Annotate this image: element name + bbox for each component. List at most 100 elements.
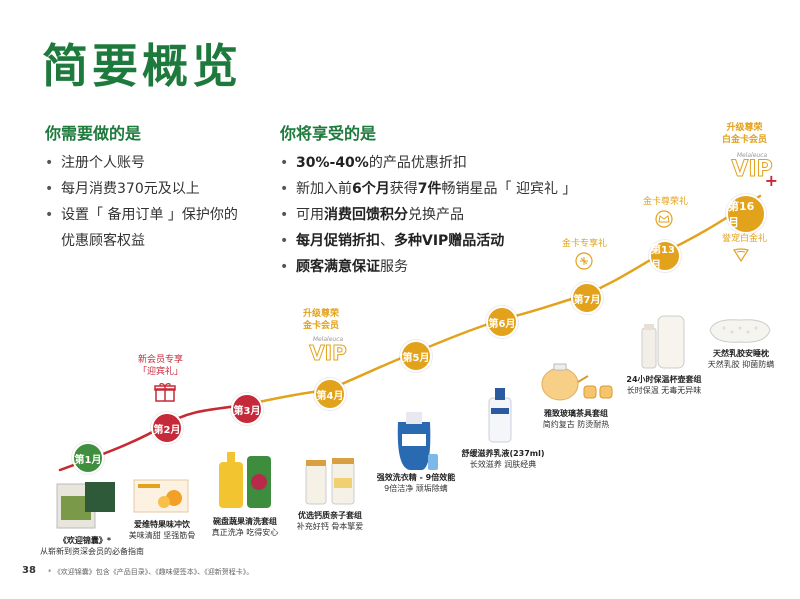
list-item-text: 获得 — [389, 181, 418, 197]
product-caption-1: 《欢迎锦囊》* 从崭新到资深会员的必备指南 — [40, 535, 144, 557]
product-desc: 天然乳胶 抑菌防螨 — [707, 360, 775, 369]
list-item-text: 、 — [380, 233, 394, 249]
list-item-text: 可用 — [296, 207, 324, 223]
product-name: 天然乳胶安睡枕 — [713, 349, 769, 358]
product-name: 雅致玻璃茶具套组 — [544, 409, 608, 418]
product-caption-3: 碗盘蔬果清洗套组 真正洗净 吃得安心 — [200, 516, 290, 538]
product-desc: 美味清甜 坚强筋骨 — [128, 531, 196, 540]
list-item-bold: 6个月 — [352, 181, 390, 197]
crown-icon — [655, 210, 673, 232]
list-item-bold: 多种VIP赠品活动 — [394, 233, 505, 249]
list-item-text: 兑换产品 — [408, 207, 464, 223]
page-number: 38 — [22, 565, 36, 576]
gold-upgrade-label: 升级尊荣 金卡会员 — [303, 308, 339, 332]
product-caption-9: 天然乳胶安睡枕 天然乳胶 抑菌防螨 — [706, 348, 776, 370]
list-item-bold: 30%-40% — [296, 155, 369, 171]
list-item: 顾客满意保证服务 — [280, 254, 576, 280]
month-2-marker: 第2月 — [151, 412, 183, 444]
platinum-gift-label: 誉宠白金礼 — [722, 234, 768, 244]
list-item: 优惠顾客权益 — [61, 233, 145, 249]
product-caption-6: 舒缓滋养乳液(237ml) 长效滋养 润肤经典 — [460, 448, 546, 470]
gift-circle-icon — [575, 252, 593, 274]
product-caption-4: 优选钙质亲子套组 补充好钙 骨本擎爱 — [290, 510, 370, 532]
list-item-text: 畅销星品「 迎宾礼 」 — [441, 181, 577, 197]
list-item-text: 服务 — [380, 259, 408, 275]
product-desc: 真正洗净 吃得安心 — [211, 528, 279, 537]
product-name: 24小时保温杯壶套组 — [626, 375, 702, 384]
footnote: * 《欢迎锦囊》包含《产品目录》、《趣味便签本》、《迎新贺程卡》。 — [48, 568, 254, 576]
vip-badge-gold: Melaleuca VIP — [302, 336, 354, 370]
product-caption-2: 爱维特果味冲饮 美味清甜 坚强筋骨 — [120, 519, 204, 541]
month-3-marker: 第3月 — [231, 393, 263, 425]
product-name: 爱维特果味冲饮 — [134, 520, 190, 529]
month-16-marker: 第16月 — [726, 194, 766, 234]
month-4-marker: 第4月 — [314, 378, 346, 410]
product-fruit-drink — [132, 476, 190, 520]
product-lotion — [486, 384, 514, 448]
list-item-bold: 顾客满意保证 — [296, 259, 380, 275]
product-name: 优选钙质亲子套组 — [298, 511, 362, 520]
month-6-marker: 第6月 — [486, 306, 518, 338]
label-line: 新会员专享 — [138, 355, 184, 365]
vip-badge-text: VIP — [309, 341, 348, 365]
product-desc: 简约复古 防烫耐热 — [542, 420, 610, 429]
list-item: 30%-40%的产品优惠折扣 — [280, 150, 576, 176]
list-item-bold: 消费回馈积分 — [324, 207, 408, 223]
platinum-upgrade-label: 升级尊荣 白金卡会员 — [722, 122, 767, 146]
product-dish-wash — [215, 448, 275, 516]
list-item: 设置「 备用订单 」保护你的 — [45, 202, 238, 228]
right-list: 30%-40%的产品优惠折扣 新加入前6个月获得7件畅销星品「 迎宾礼 」 可用… — [280, 150, 576, 280]
list-item-text: 的产品优惠折扣 — [368, 155, 467, 171]
right-heading: 你将享受的是 — [280, 124, 377, 143]
label-line: 升级尊荣 — [726, 123, 763, 133]
list-item-bold: 7件 — [417, 181, 442, 197]
product-pillow — [708, 316, 772, 350]
product-name: 碗盘蔬果清洗套组 — [213, 517, 277, 526]
product-desc: 从崭新到资深会员的必备指南 — [40, 547, 144, 556]
product-thermos-set — [640, 314, 688, 374]
list-item: 每月消费370元及以上 — [45, 176, 238, 202]
list-item: 新加入前6个月获得7件畅销星品「 迎宾礼 」 — [280, 176, 576, 202]
product-caption-8: 24小时保温杯壶套组 长时保温 无毒无异味 — [624, 374, 704, 396]
product-caption-5: 强效洗衣精 - 9倍效能 9倍洁净 顽垢除螨 — [376, 472, 456, 494]
fan-icon — [733, 247, 749, 266]
list-item-text: 新加入前 — [296, 181, 352, 197]
product-name: 《欢迎锦囊》* — [58, 536, 112, 545]
list-item: 注册个人账号 — [45, 150, 238, 176]
gold-gift-label-b: 金卡尊荣礼 — [643, 197, 689, 207]
label-line: 金卡会员 — [303, 321, 340, 331]
product-tea-set — [538, 358, 616, 408]
left-list: 注册个人账号 每月消费370元及以上 设置「 备用订单 」保护你的 优惠顾客权益 — [45, 150, 238, 254]
product-calcium-set — [302, 456, 358, 510]
product-name: 舒缓滋养乳液(237ml) — [461, 449, 545, 458]
product-desc: 长时保温 无毒无异味 — [626, 386, 702, 395]
vip-badge-platinum: Melaleuca VIP + — [724, 152, 780, 192]
left-heading: 你需要做的是 — [45, 124, 142, 143]
list-item: 可用消费回馈积分兑换产品 — [280, 202, 576, 228]
label-line: 升级尊荣 — [303, 309, 340, 319]
product-name: 强效洗衣精 - 9倍效能 — [376, 473, 456, 482]
gift-icon — [154, 382, 176, 406]
list-item: 每月促销折扣、多种VIP赠品活动 — [280, 228, 576, 254]
gold-gift-label-a: 金卡专享礼 — [562, 239, 608, 249]
product-desc: 补充好钙 骨本擎爱 — [296, 522, 364, 531]
vip-badge-brand: Melaleuca — [736, 152, 768, 159]
plus-icon: + — [764, 171, 778, 190]
product-laundry — [392, 408, 440, 476]
product-caption-7: 雅致玻璃茶具套组 简约复古 防烫耐热 — [537, 408, 615, 430]
product-desc: 9倍洁净 顽垢除螨 — [384, 484, 448, 493]
month-1-marker: 第1月 — [72, 442, 104, 474]
vip-badge-text: VIP — [731, 157, 773, 182]
vip-badge-brand: Melaleuca — [312, 336, 344, 343]
month-7-marker: 第7月 — [571, 282, 603, 314]
product-welcome-kit — [55, 480, 117, 534]
label-line: 白金卡会员 — [722, 135, 768, 145]
new-member-label: 新会员专享 「迎宾礼」 — [138, 354, 183, 378]
label-line: 「迎宾礼」 — [138, 367, 184, 377]
page-title: 简要概览 — [42, 39, 242, 93]
month-13-marker: 第13月 — [649, 240, 681, 272]
month-5-marker: 第5月 — [400, 340, 432, 372]
list-item-bold: 每月促销折扣 — [296, 233, 380, 249]
product-desc: 长效滋养 润肤经典 — [469, 460, 537, 469]
